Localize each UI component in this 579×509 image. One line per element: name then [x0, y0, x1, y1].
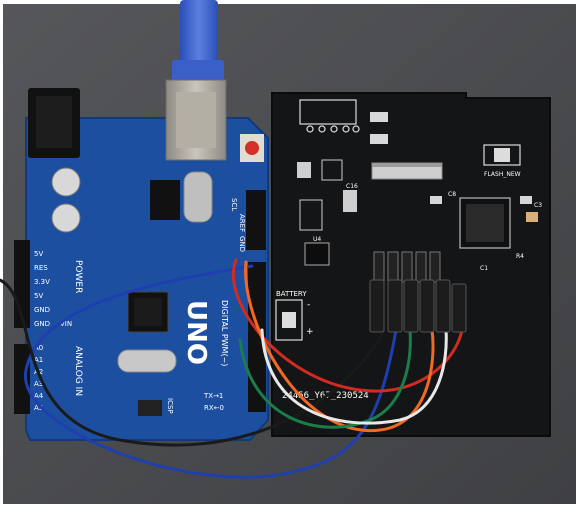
- jumper-wires: [0, 258, 464, 479]
- analog-pin-5: A5: [34, 404, 43, 412]
- wire-orange: [244, 260, 435, 432]
- power-pin-1: RES: [34, 264, 48, 272]
- plus-label: +: [306, 327, 314, 337]
- c16-label: C16: [346, 183, 358, 190]
- arduino-uno-board: UNO POWER ANALOG IN DIGITAL PWM(~) 5V RE…: [14, 79, 269, 441]
- uno-label: UNO: [181, 300, 211, 365]
- c1-label: C1: [480, 265, 488, 272]
- flash-pcb: BATTERY FLASH_NEW 24456_Y67_230524 - + U…: [271, 92, 551, 437]
- power-pin-4: GND: [34, 306, 50, 314]
- digital-header-label: DIGITAL PWM(~): [220, 300, 229, 366]
- analog-pin-3: A3: [34, 380, 43, 388]
- analog-pin-0: A0: [34, 344, 43, 352]
- tx-label: TX→1: [203, 392, 223, 400]
- analog-pin-1: A1: [34, 356, 43, 364]
- icsp-label: ICSP: [166, 398, 174, 414]
- wire-blue: [24, 264, 398, 479]
- power-pin-3: 5V: [34, 292, 43, 300]
- battery-label: BATTERY: [276, 290, 307, 298]
- power-pin-0: 5V: [34, 250, 43, 258]
- dupont-connectors: [369, 279, 467, 333]
- r4-label: R4: [516, 253, 524, 260]
- rx-label: RX←0: [204, 404, 224, 412]
- flash-label: FLASH_NEW: [484, 171, 521, 178]
- power-header-label: POWER: [73, 260, 83, 293]
- analog-pin-4: A4: [34, 392, 44, 400]
- power-pin-2: 3.3V: [34, 278, 50, 286]
- top-pin-aref: AREF: [238, 214, 246, 232]
- c8-label: C8: [448, 191, 456, 198]
- top-pin-gnd: GND: [238, 236, 246, 252]
- power-pin-6: VIN: [60, 320, 72, 328]
- top-pin-scl: SCL: [230, 198, 238, 211]
- power-pin-5: GND: [34, 320, 50, 328]
- minus-label: -: [307, 300, 310, 310]
- u4-label: U4: [313, 236, 321, 243]
- wire-black: [0, 278, 386, 447]
- c3-label: C3: [534, 202, 542, 209]
- analog-header-label: ANALOG IN: [73, 346, 83, 396]
- wire-white: [260, 328, 448, 425]
